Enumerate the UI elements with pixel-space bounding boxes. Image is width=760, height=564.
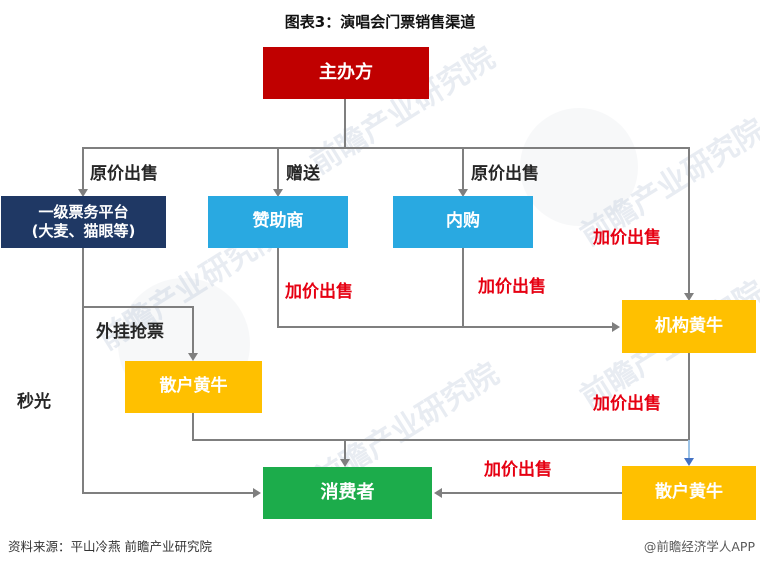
node-primary-ticket-platform: 一级票务平台 (大麦、猫眼等) — [1, 196, 166, 248]
connector-agency-down — [688, 353, 690, 440]
node-internal-purchase-label: 内购 — [446, 211, 480, 232]
node-platform-label-line1: 一级票务平台 — [38, 203, 129, 222]
arrow-down-icon — [458, 189, 468, 197]
connector-plugin-branch — [82, 306, 194, 308]
node-organizer: 主办方 — [263, 47, 429, 99]
arrow-down-icon — [684, 293, 694, 301]
connector-to-platform — [82, 148, 84, 189]
connector-agency-to-scalper-lower — [688, 440, 690, 458]
node-platform-label-line2: (大麦、猫眼等) — [31, 222, 136, 240]
chart-title: 图表3：演唱会门票销售渠道 — [284, 13, 476, 31]
arrow-down-icon — [78, 189, 88, 197]
edge-label-markup-sponsor: 加价出售 — [285, 282, 353, 302]
connector-internal-down — [462, 248, 464, 328]
edge-label-sold-out: 秒光 — [17, 392, 51, 412]
node-organizer-label: 主办方 — [319, 61, 373, 83]
connector-to-internal — [462, 148, 464, 189]
edge-label-markup-internal: 加价出售 — [478, 277, 546, 297]
brand-watermark: @前瞻经济学人APP — [643, 539, 755, 554]
node-sponsor: 赞助商 — [208, 196, 348, 248]
source-note: 资料来源：平山冷燕 前瞻产业研究院 — [8, 539, 212, 554]
node-agency-scalper: 机构黄牛 — [622, 300, 756, 353]
edge-label-markup-right-mid: 加价出售 — [593, 394, 661, 414]
connector-organizer-stem — [344, 99, 346, 147]
connector-platform-down — [82, 248, 84, 494]
node-agency-scalper-label: 机构黄牛 — [655, 315, 723, 336]
connector-sponsor-down — [277, 248, 279, 328]
arrow-down-icon — [340, 459, 350, 467]
arrow-down-blue-icon — [684, 458, 694, 466]
node-internal-purchase: 内购 — [393, 196, 533, 248]
arrow-right-icon — [612, 322, 620, 332]
connector-to-agency-left — [277, 326, 613, 328]
arrow-down-icon — [273, 189, 283, 197]
arrow-left-icon — [434, 488, 442, 498]
arrow-down-icon — [188, 353, 198, 361]
node-retail-scalper-lower: 散户黄牛 — [622, 466, 756, 520]
edge-label-sell-original-right: 原价出售 — [471, 164, 539, 184]
node-consumer: 消费者 — [263, 467, 432, 519]
edge-label-markup-bottom: 加价出售 — [484, 460, 552, 480]
connector-to-consumer-left — [82, 492, 254, 494]
edge-label-plugin-grab: 外挂抢票 — [96, 322, 164, 342]
edge-label-sell-original-left: 原价出售 — [90, 164, 158, 184]
connector-mid-bottom — [192, 439, 690, 441]
connector-to-agency-top — [688, 148, 690, 293]
connector-to-consumer-top — [344, 440, 346, 460]
node-retail-scalper-lower-label: 散户黄牛 — [655, 482, 723, 503]
connector-scalper-lower-to-consumer — [442, 492, 622, 494]
node-consumer-label: 消费者 — [320, 481, 375, 503]
connector-top-horizontal — [82, 147, 690, 149]
node-sponsor-label: 赞助商 — [252, 211, 304, 232]
edge-label-markup-right-top: 加价出售 — [593, 228, 661, 248]
connector-to-sponsor — [277, 148, 279, 189]
connector-scalper-upper-down — [192, 413, 194, 440]
connector-plugin-down — [192, 306, 194, 354]
edge-label-gift: 赠送 — [286, 164, 320, 184]
node-retail-scalper-upper-label: 散户黄牛 — [159, 376, 228, 397]
node-retail-scalper-upper: 散户黄牛 — [125, 361, 262, 413]
arrow-right-icon — [253, 488, 261, 498]
